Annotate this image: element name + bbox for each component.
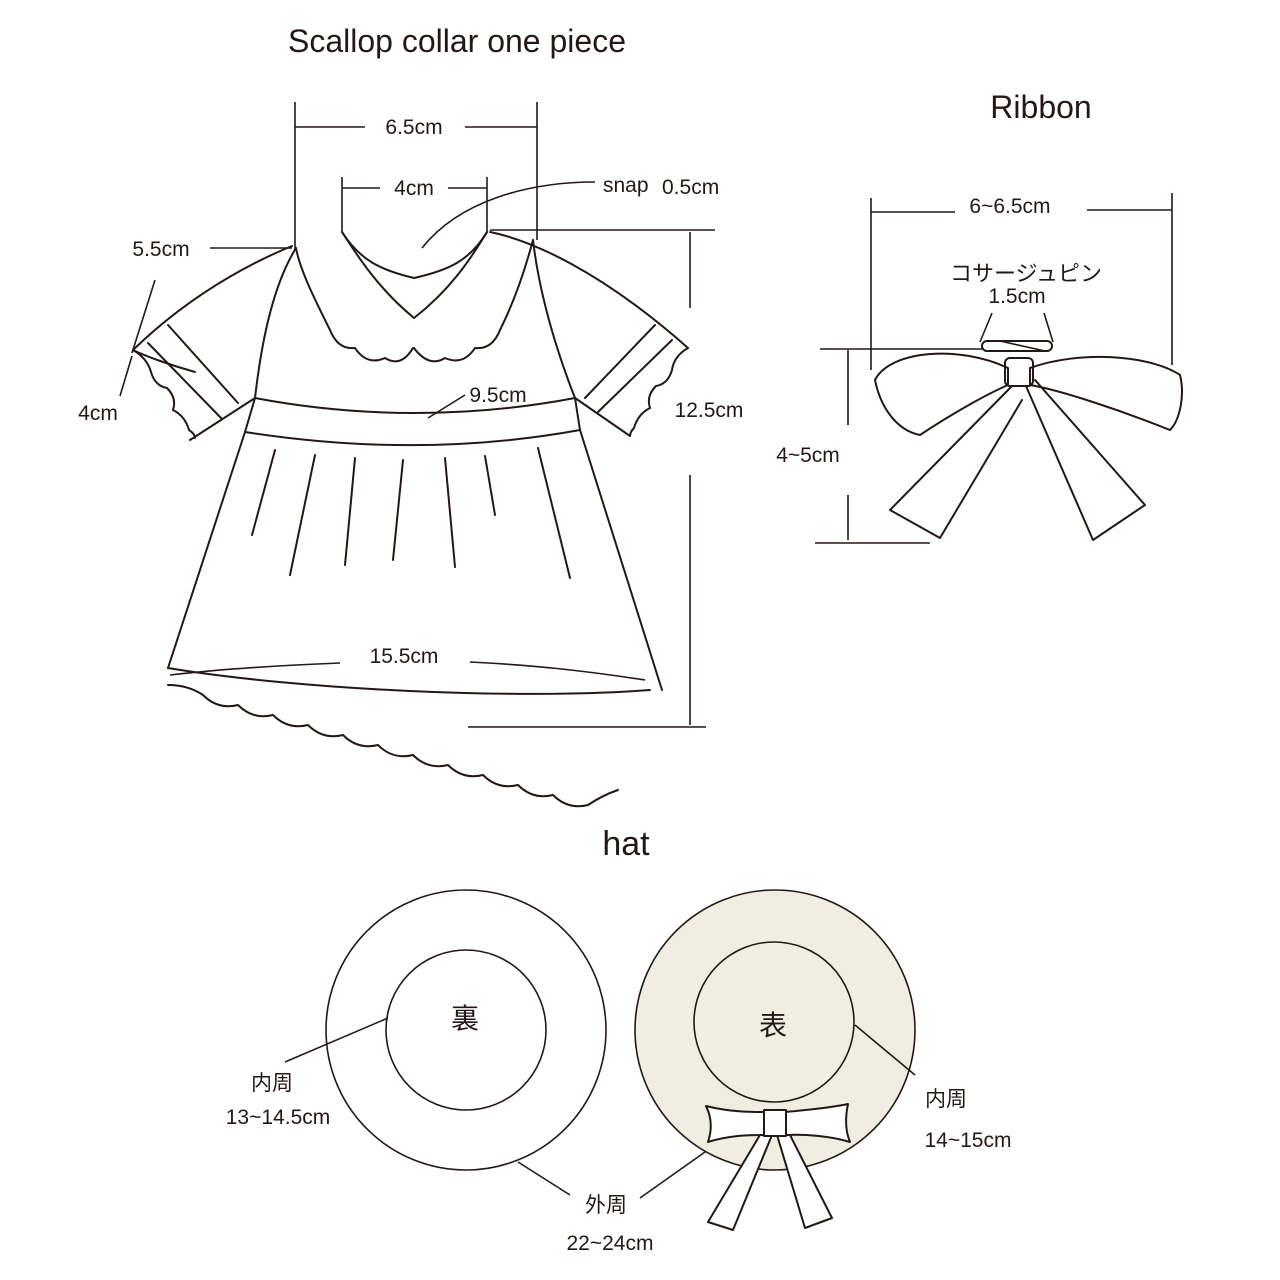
bow-right-loop: [1029, 355, 1183, 431]
waist-width-label: 9.5cm: [469, 384, 526, 407]
bow-knot: [1004, 357, 1034, 387]
hem-width-line-right: [469, 661, 646, 681]
hat-front-label: 表: [759, 1010, 787, 1041]
left-sleeve-scallop: [132, 349, 196, 439]
waist-left: [244, 397, 256, 433]
outer-leader-left: [517, 1161, 571, 1196]
right-sleeve-cuff: [574, 397, 631, 437]
hat-front-crown: [693, 941, 855, 1103]
outer-leader-right: [639, 1151, 706, 1199]
hem-width-line-left: [169, 662, 341, 676]
pleat-6: [484, 455, 496, 516]
hat-title: hat: [602, 825, 650, 863]
hat-back-crown: [385, 949, 547, 1111]
hem-scallop: [167, 684, 619, 808]
shoulder-width-label: 6.5cm: [385, 116, 442, 139]
outer-size: 22~24cm: [567, 1232, 654, 1255]
left-sleeve-top: [132, 349, 196, 373]
ribbon-title: Ribbon: [990, 89, 1091, 125]
pin-size-label: 1.5cm: [988, 285, 1045, 308]
hat-bow-right-loop: [785, 1103, 851, 1143]
inner-leader-right: [854, 1024, 916, 1076]
right-sleeve-band-2: [584, 324, 656, 399]
waist-right: [574, 397, 581, 431]
inner-label-right: 内周: [925, 1088, 967, 1111]
collar-left-scallop: [295, 247, 414, 363]
right-sleeve-scallop: [629, 347, 689, 437]
pin-label: コサージュピン: [950, 261, 1102, 286]
pleat-2: [289, 454, 316, 576]
sleeve-width-leader: [119, 355, 133, 397]
hat-back-label: 裏: [451, 1003, 479, 1034]
hat-bow-left-loop: [705, 1105, 765, 1143]
ribbon-height-label: 4~5cm: [776, 444, 840, 467]
left-armhole: [254, 247, 297, 399]
bodice-length-label: 12.5cm: [675, 399, 744, 422]
outer-label: 外周: [585, 1194, 627, 1217]
inner-size-right: 14~15cm: [925, 1129, 1012, 1152]
right-sleeve-band-1: [597, 339, 673, 413]
inner-label-left: 内周: [251, 1072, 293, 1095]
pleat-5: [444, 457, 456, 568]
skirt-left: [167, 431, 246, 669]
ribbon-width-label: 6~6.5cm: [969, 195, 1050, 218]
shoulder-length-label: 5.5cm: [132, 238, 189, 261]
left-sleeve-band-2: [167, 324, 239, 404]
hat-bow-knot: [763, 1109, 787, 1137]
pleat-4: [392, 459, 404, 561]
snap-label: snap: [603, 174, 649, 197]
bow-left-loop: [874, 352, 1009, 436]
snap-size-label: 0.5cm: [662, 176, 719, 199]
pin-leader-right: [1043, 312, 1054, 343]
hat-back-brim: [325, 889, 607, 1171]
sleeve-width-label: 4cm: [78, 402, 118, 425]
pleat-7: [537, 447, 571, 579]
pleat-1: [251, 449, 276, 536]
corsage-pin: [981, 340, 1053, 352]
pleat-3: [344, 457, 356, 566]
left-shoulder: [132, 245, 293, 351]
ribbon-drawing: Ribbon 6~6.5cm コサージュピン 1.5cm 4~5cm: [776, 89, 1183, 544]
collar-right-scallop: [413, 239, 534, 363]
left-sleeve-band-1: [147, 342, 223, 420]
skirt-hem: [167, 667, 651, 695]
dress-title: Scallop collar one piece: [288, 23, 626, 59]
skirt-right: [579, 429, 663, 691]
hat-drawing: hat 裏 内周 13~14.5cm 外周 22~24cm 表 内周 14~15…: [226, 825, 1012, 1255]
pin-leader-left: [979, 312, 993, 343]
right-armhole: [532, 239, 576, 399]
neck-width-label: 4cm: [394, 177, 434, 200]
waist-leader: [427, 394, 466, 419]
collar-left-edge: [341, 231, 415, 319]
right-shoulder: [489, 231, 689, 349]
bow-left-tail: [889, 385, 1023, 539]
shoulder-seam-guide: [131, 279, 156, 354]
bow-right-tail: [1025, 379, 1146, 541]
dress-drawing: Scallop collar one piece 6.5cm 4cm snap …: [78, 23, 744, 808]
pin-bar: [999, 340, 1046, 352]
inner-leader-left: [284, 1017, 389, 1063]
snap-leader: [421, 181, 596, 249]
neckline: [341, 231, 488, 279]
collar-right-edge: [413, 231, 488, 319]
hem-width-label: 15.5cm: [370, 645, 439, 668]
waist-top: [254, 397, 576, 414]
inner-size-left: 13~14.5cm: [226, 1106, 331, 1129]
waist-bottom: [244, 429, 581, 447]
